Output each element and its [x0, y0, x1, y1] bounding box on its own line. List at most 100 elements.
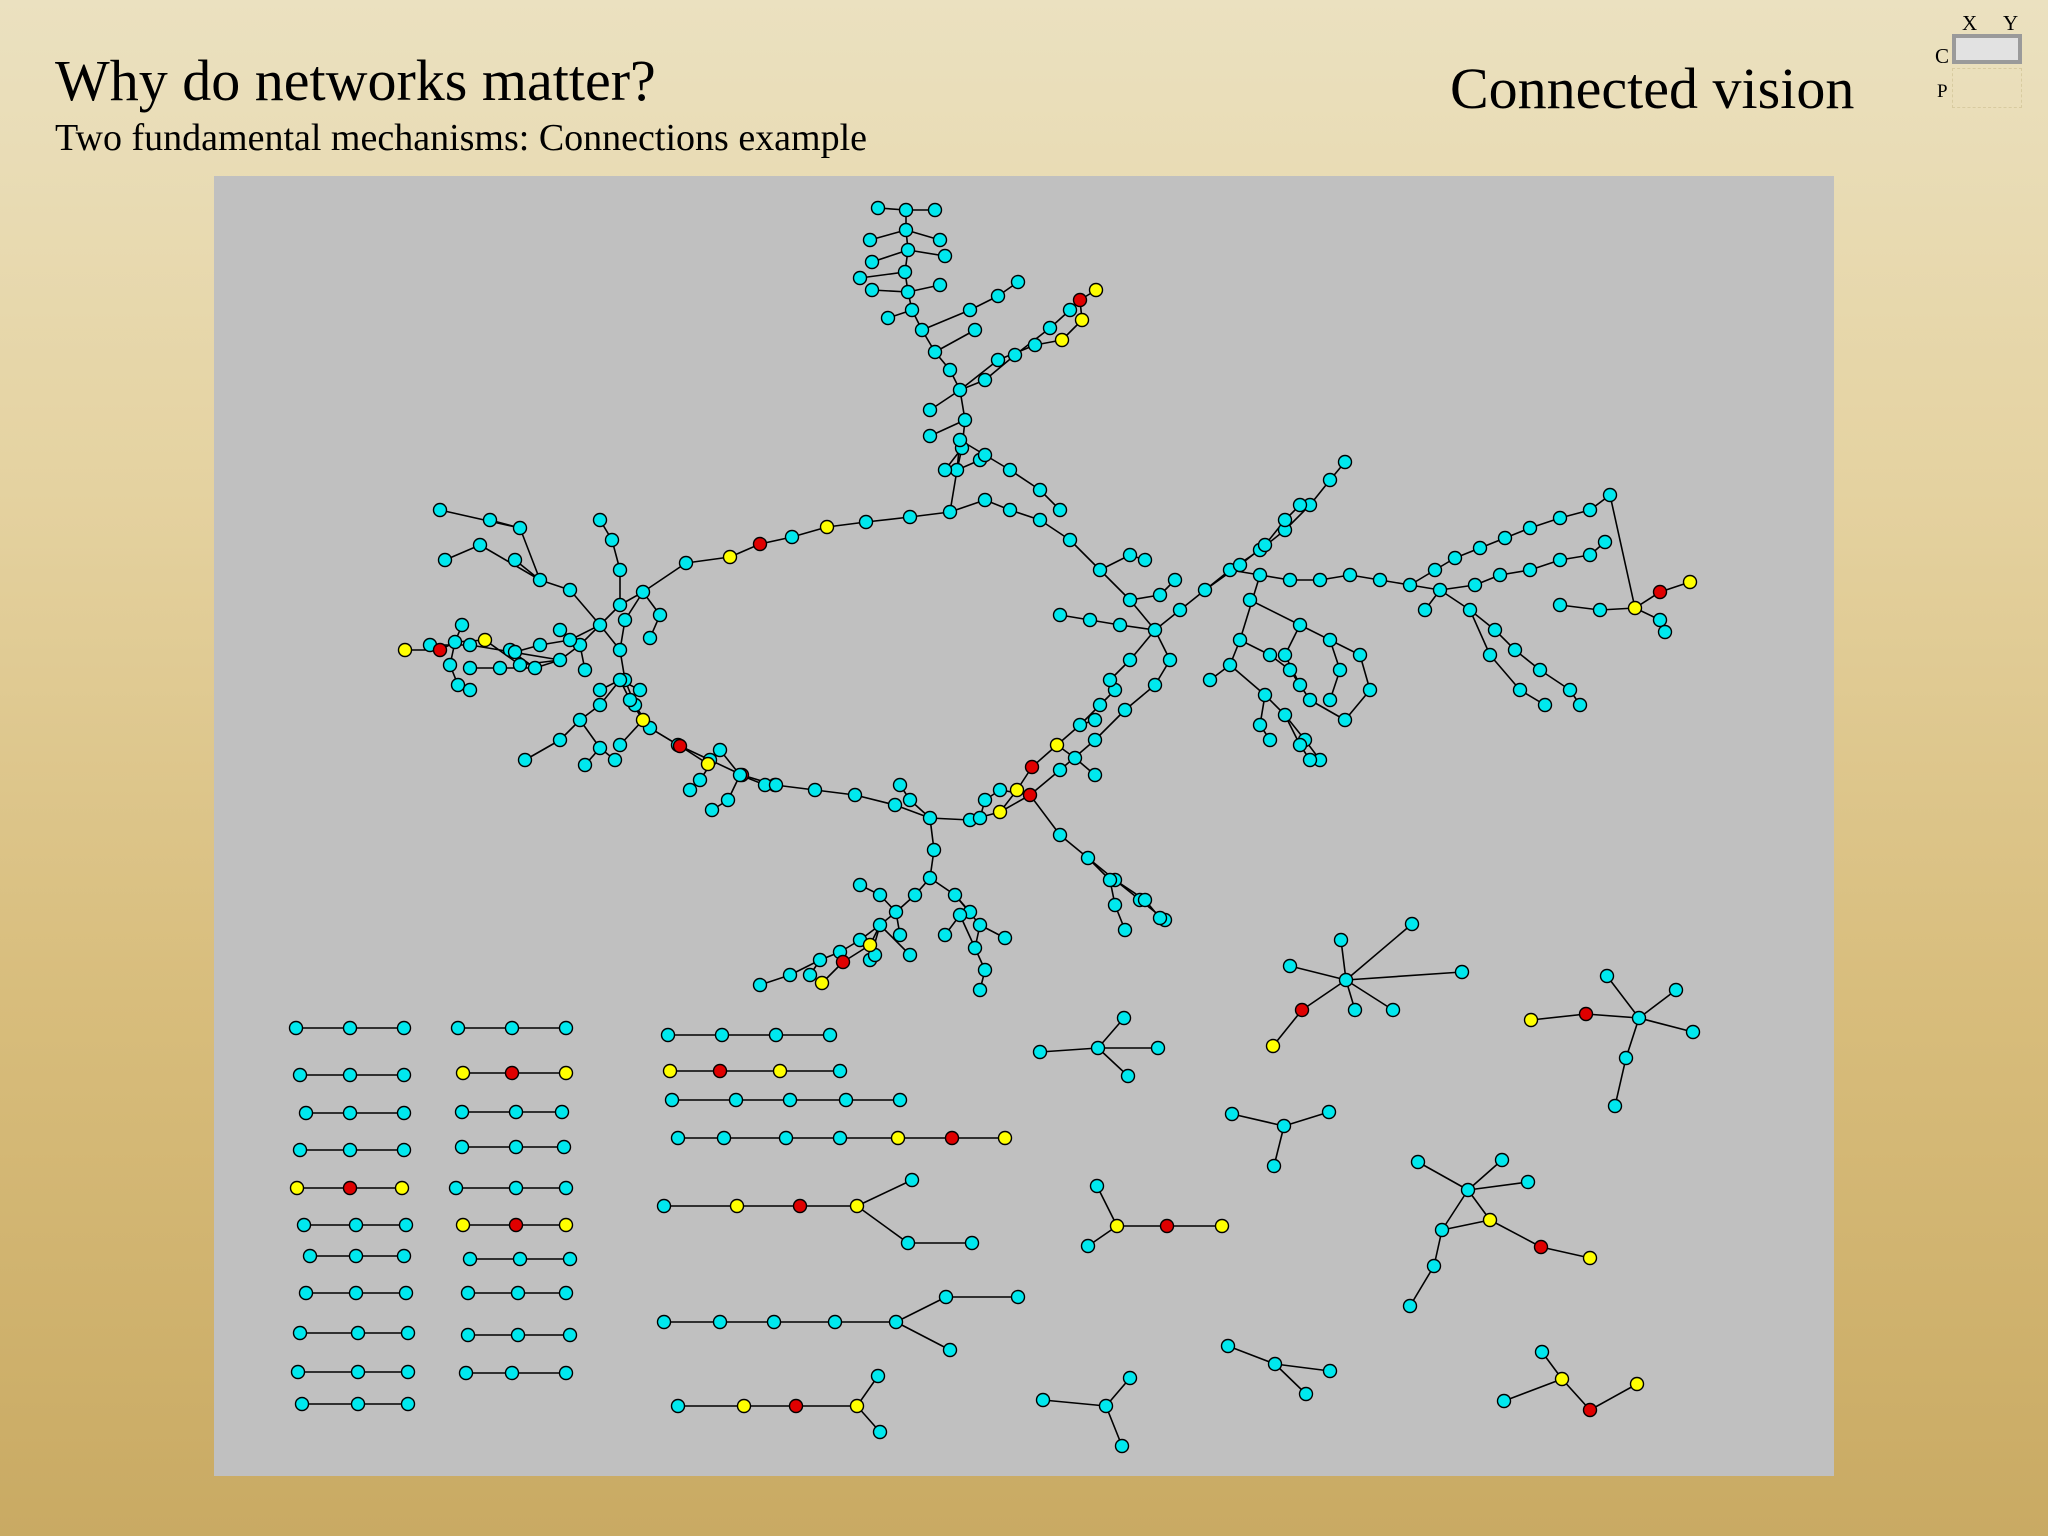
network-node — [1302, 752, 1318, 768]
network-node — [1087, 732, 1103, 748]
nav-thumbnail[interactable] — [1952, 34, 2022, 64]
network-node — [712, 1314, 728, 1330]
network-node-red — [1578, 1006, 1594, 1022]
network-node — [450, 1020, 466, 1036]
network-node — [1137, 892, 1153, 908]
network-node — [350, 1364, 366, 1380]
network-node — [1062, 532, 1078, 548]
network-node-yellow — [397, 642, 413, 658]
network-node-yellow — [1088, 282, 1104, 298]
network-node — [1482, 647, 1498, 663]
network-node — [592, 697, 608, 713]
network-node — [462, 1251, 478, 1267]
network-edge — [1530, 1013, 1587, 1021]
slide-navigator[interactable]: X Y C P — [1930, 10, 2046, 110]
network-node-yellow — [722, 549, 738, 565]
network-node — [942, 504, 958, 520]
network-node — [802, 967, 818, 983]
network-node — [450, 677, 466, 693]
network-node — [880, 310, 896, 326]
network-node — [342, 1142, 358, 1158]
network-node — [1252, 567, 1268, 583]
network-node — [782, 967, 798, 983]
network-node — [1410, 1154, 1426, 1170]
network-node-yellow — [477, 632, 493, 648]
network-node — [1010, 1289, 1026, 1305]
network-node — [972, 982, 988, 998]
network-node — [1454, 964, 1470, 980]
network-node — [612, 597, 628, 613]
network-node — [1385, 1002, 1401, 1018]
network-node — [1292, 737, 1308, 753]
network-node — [1337, 454, 1353, 470]
network-node — [1402, 577, 1418, 593]
network-node — [768, 777, 784, 793]
network-node — [1262, 732, 1278, 748]
network-node — [612, 672, 628, 688]
network-node — [1224, 1106, 1240, 1122]
network-node — [1460, 1182, 1476, 1198]
network-node — [900, 284, 916, 300]
network-node — [670, 1398, 686, 1414]
network-node — [1087, 767, 1103, 783]
network-node-yellow — [1214, 1218, 1230, 1234]
network-node — [442, 657, 458, 673]
network-node — [977, 962, 993, 978]
network-node — [348, 1248, 364, 1264]
network-node — [1032, 512, 1048, 528]
network-node — [914, 322, 930, 338]
network-node-red — [1072, 292, 1088, 308]
network-node — [1116, 1010, 1132, 1026]
network-node-yellow — [558, 1065, 574, 1081]
network-edge — [1614, 1057, 1627, 1107]
network-node — [720, 792, 736, 808]
network-node-yellow — [1049, 737, 1065, 753]
network-node — [1147, 677, 1163, 693]
nav-y-label: Y — [2003, 11, 2019, 35]
network-edge — [1345, 923, 1413, 981]
network-node-yellow — [700, 756, 716, 772]
network-node — [1602, 487, 1618, 503]
network-node — [1052, 607, 1068, 623]
network-node — [604, 532, 620, 548]
network-node — [396, 1248, 412, 1264]
network-node — [292, 1325, 308, 1341]
network-node — [892, 927, 908, 943]
network-node — [350, 1325, 366, 1341]
network-node — [554, 1104, 570, 1120]
network-node — [1599, 968, 1615, 984]
network-node — [607, 752, 623, 768]
network-node — [949, 462, 965, 478]
network-node — [1552, 597, 1568, 613]
network-node — [1277, 647, 1293, 663]
network-node — [852, 270, 868, 286]
network-node — [1089, 1178, 1105, 1194]
network-node — [1112, 617, 1128, 633]
network-edge — [685, 556, 731, 564]
network-node — [937, 462, 953, 478]
network-node — [1052, 502, 1068, 518]
network-node — [558, 1285, 574, 1301]
network-node — [716, 1130, 732, 1146]
network-node — [512, 520, 528, 536]
network-node — [1432, 582, 1448, 598]
network-node — [1010, 274, 1026, 290]
network-node — [1002, 462, 1018, 478]
network-node — [1282, 662, 1298, 678]
network-edge — [1467, 1159, 1503, 1191]
network-node — [807, 782, 823, 798]
network-node-yellow — [1582, 1250, 1598, 1266]
network-node — [348, 1217, 364, 1233]
network-node — [957, 412, 973, 428]
network-edge — [1249, 599, 1301, 626]
network-node — [1277, 512, 1293, 528]
network-edge — [1227, 1345, 1276, 1365]
network-node — [784, 529, 800, 545]
network-node — [342, 1067, 358, 1083]
network-node — [1668, 982, 1684, 998]
nav-x-label: X — [1962, 11, 1978, 35]
network-node — [437, 552, 453, 568]
network-node — [396, 1105, 412, 1121]
network-node — [967, 940, 983, 956]
network-node — [302, 1248, 318, 1264]
